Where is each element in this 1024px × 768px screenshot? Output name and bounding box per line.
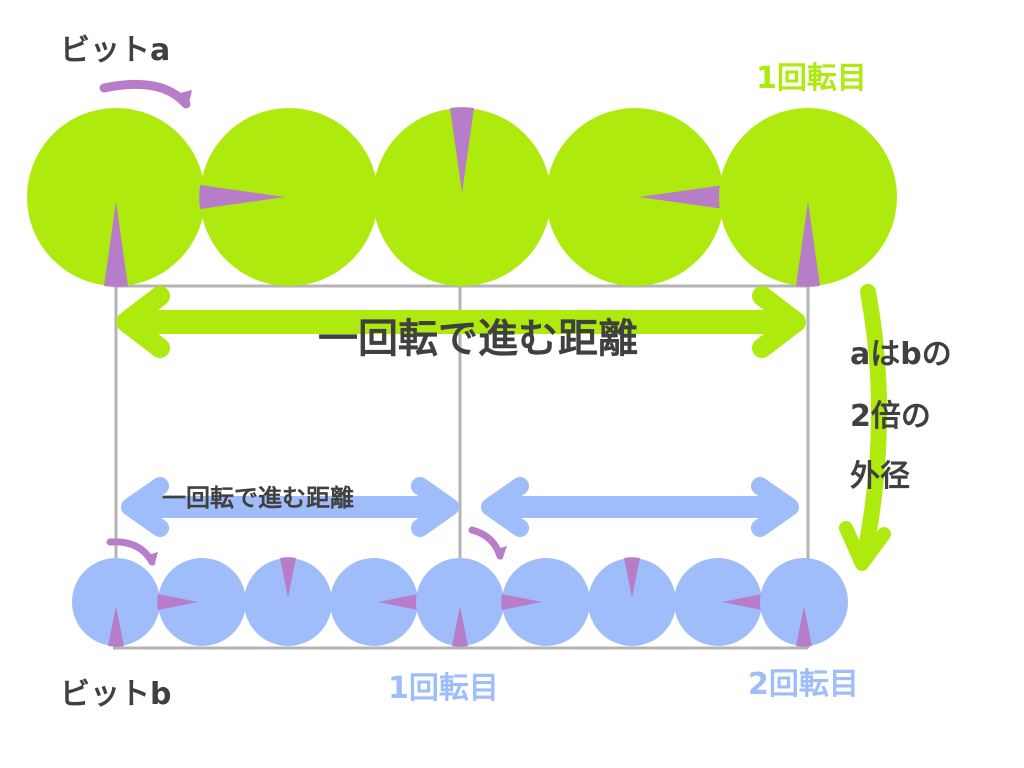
rotation-arrow-small-mid-head (494, 546, 507, 560)
small-wheel-marker (624, 557, 640, 598)
big-wheel-marker (796, 201, 820, 287)
small-wheel-disc (72, 558, 160, 646)
small-wheel (330, 558, 419, 646)
big-wheel-marker (104, 201, 128, 287)
small-wheel (674, 558, 763, 646)
small-wheel-disc (244, 558, 332, 646)
ratio-line-2: 2倍の (850, 399, 931, 434)
rotation-arrow-bit-a (99, 79, 191, 109)
small-wheel-marker (501, 594, 542, 610)
small-distance-label: 一回転で進む距離 (162, 484, 354, 512)
small-wheel-marker (796, 606, 812, 647)
small-wheel-disc (416, 558, 504, 646)
guide-lines (113, 284, 810, 650)
small-wheel-marker (722, 594, 763, 610)
rotation-arrow-bit-a-head (176, 90, 192, 108)
small-wheel-disc (502, 558, 590, 646)
small-wheel-disc (588, 558, 676, 646)
bit-b-label: ビットb (60, 677, 171, 712)
small-wheel (244, 557, 332, 646)
small-wheel-disc (330, 558, 418, 646)
big-wheel-disc (27, 108, 205, 286)
ratio-line-3: 外径 (850, 459, 910, 494)
small-wheel (588, 557, 676, 646)
small-rotation-2-label: 2回転目 (748, 667, 859, 702)
rotation-arrow-bit-b-head (145, 552, 158, 566)
small-wheel-marker (280, 557, 296, 598)
small-wheel-disc (158, 558, 246, 646)
small-rotation-1-label: 1回転目 (388, 671, 499, 706)
big-wheel (373, 107, 551, 286)
small-distance-arrow-1 (121, 477, 459, 537)
big-wheel-marker (639, 185, 725, 209)
small-wheel (157, 558, 246, 646)
big-rotation-1-label: 1回転目 (756, 61, 867, 96)
bit-a-label: ビットa (60, 33, 170, 68)
big-wheel (199, 108, 378, 286)
big-wheel (27, 108, 205, 287)
small-wheel-row (72, 557, 848, 647)
small-wheel-disc (674, 558, 762, 646)
big-wheel-marker (450, 107, 474, 193)
small-wheel (72, 558, 160, 647)
big-wheel-disc (546, 108, 724, 286)
big-wheel-marker (199, 185, 285, 209)
big-wheel-row (27, 107, 897, 287)
ratio-line-1: aはbの (850, 337, 952, 372)
big-distance-label: 一回転で進む距離 (318, 316, 638, 362)
small-wheel (501, 558, 590, 646)
small-distance-arrow-2 (481, 477, 799, 537)
small-wheel (416, 558, 504, 647)
big-wheel-disc (373, 108, 551, 286)
small-wheel (760, 558, 848, 647)
small-wheel-marker (378, 594, 419, 610)
big-wheel-disc (719, 108, 897, 286)
small-wheel-marker (108, 606, 124, 647)
big-wheel (546, 108, 725, 286)
big-wheel-disc (200, 108, 378, 286)
ratio-curved-arrow (839, 284, 891, 571)
small-wheel-marker (157, 594, 198, 610)
small-wheel-disc (760, 558, 848, 646)
small-wheel-marker (452, 606, 468, 647)
big-wheel (719, 108, 897, 287)
big-distance-arrow (116, 286, 806, 358)
